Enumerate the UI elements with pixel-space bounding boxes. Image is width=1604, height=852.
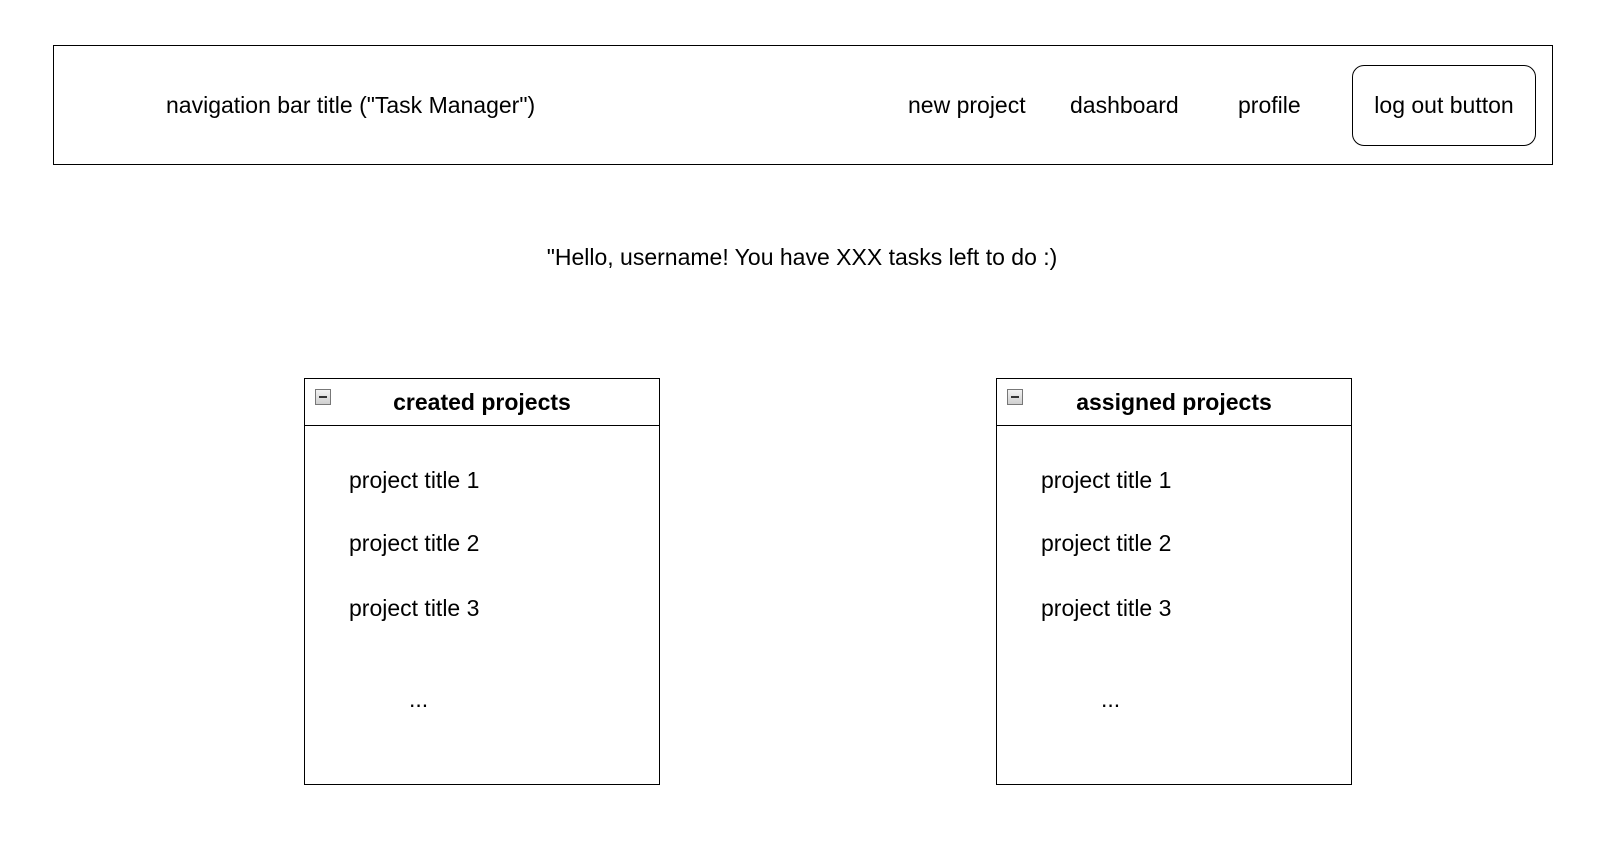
- log-out-button[interactable]: log out button: [1352, 65, 1536, 146]
- assigned-projects-panel: assigned projects project title 1 projec…: [996, 378, 1352, 785]
- collapse-icon[interactable]: [315, 389, 331, 405]
- nav-link-new-project[interactable]: new project: [908, 92, 1026, 118]
- nav-link-dashboard[interactable]: dashboard: [1070, 92, 1179, 118]
- greeting-message: "Hello, username! You have XXX tasks lef…: [546, 244, 1058, 270]
- project-item[interactable]: project title 2: [349, 530, 480, 556]
- panel-title: created projects: [393, 389, 571, 415]
- collapse-icon[interactable]: [1007, 389, 1023, 405]
- panel-header: assigned projects: [997, 379, 1351, 426]
- project-item[interactable]: project title 3: [1041, 595, 1172, 621]
- created-projects-panel: created projects project title 1 project…: [304, 378, 660, 785]
- more-items-ellipsis: ...: [409, 686, 429, 712]
- project-item[interactable]: project title 1: [1041, 467, 1172, 493]
- project-item[interactable]: project title 3: [349, 595, 480, 621]
- panel-title: assigned projects: [1076, 389, 1272, 415]
- project-item[interactable]: project title 2: [1041, 530, 1172, 556]
- nav-link-profile[interactable]: profile: [1238, 92, 1301, 118]
- panel-header: created projects: [305, 379, 659, 426]
- more-items-ellipsis: ...: [1101, 686, 1121, 712]
- project-item[interactable]: project title 1: [349, 467, 480, 493]
- navbar-title: navigation bar title ("Task Manager"): [166, 92, 536, 118]
- navigation-bar: navigation bar title ("Task Manager") ne…: [53, 45, 1553, 165]
